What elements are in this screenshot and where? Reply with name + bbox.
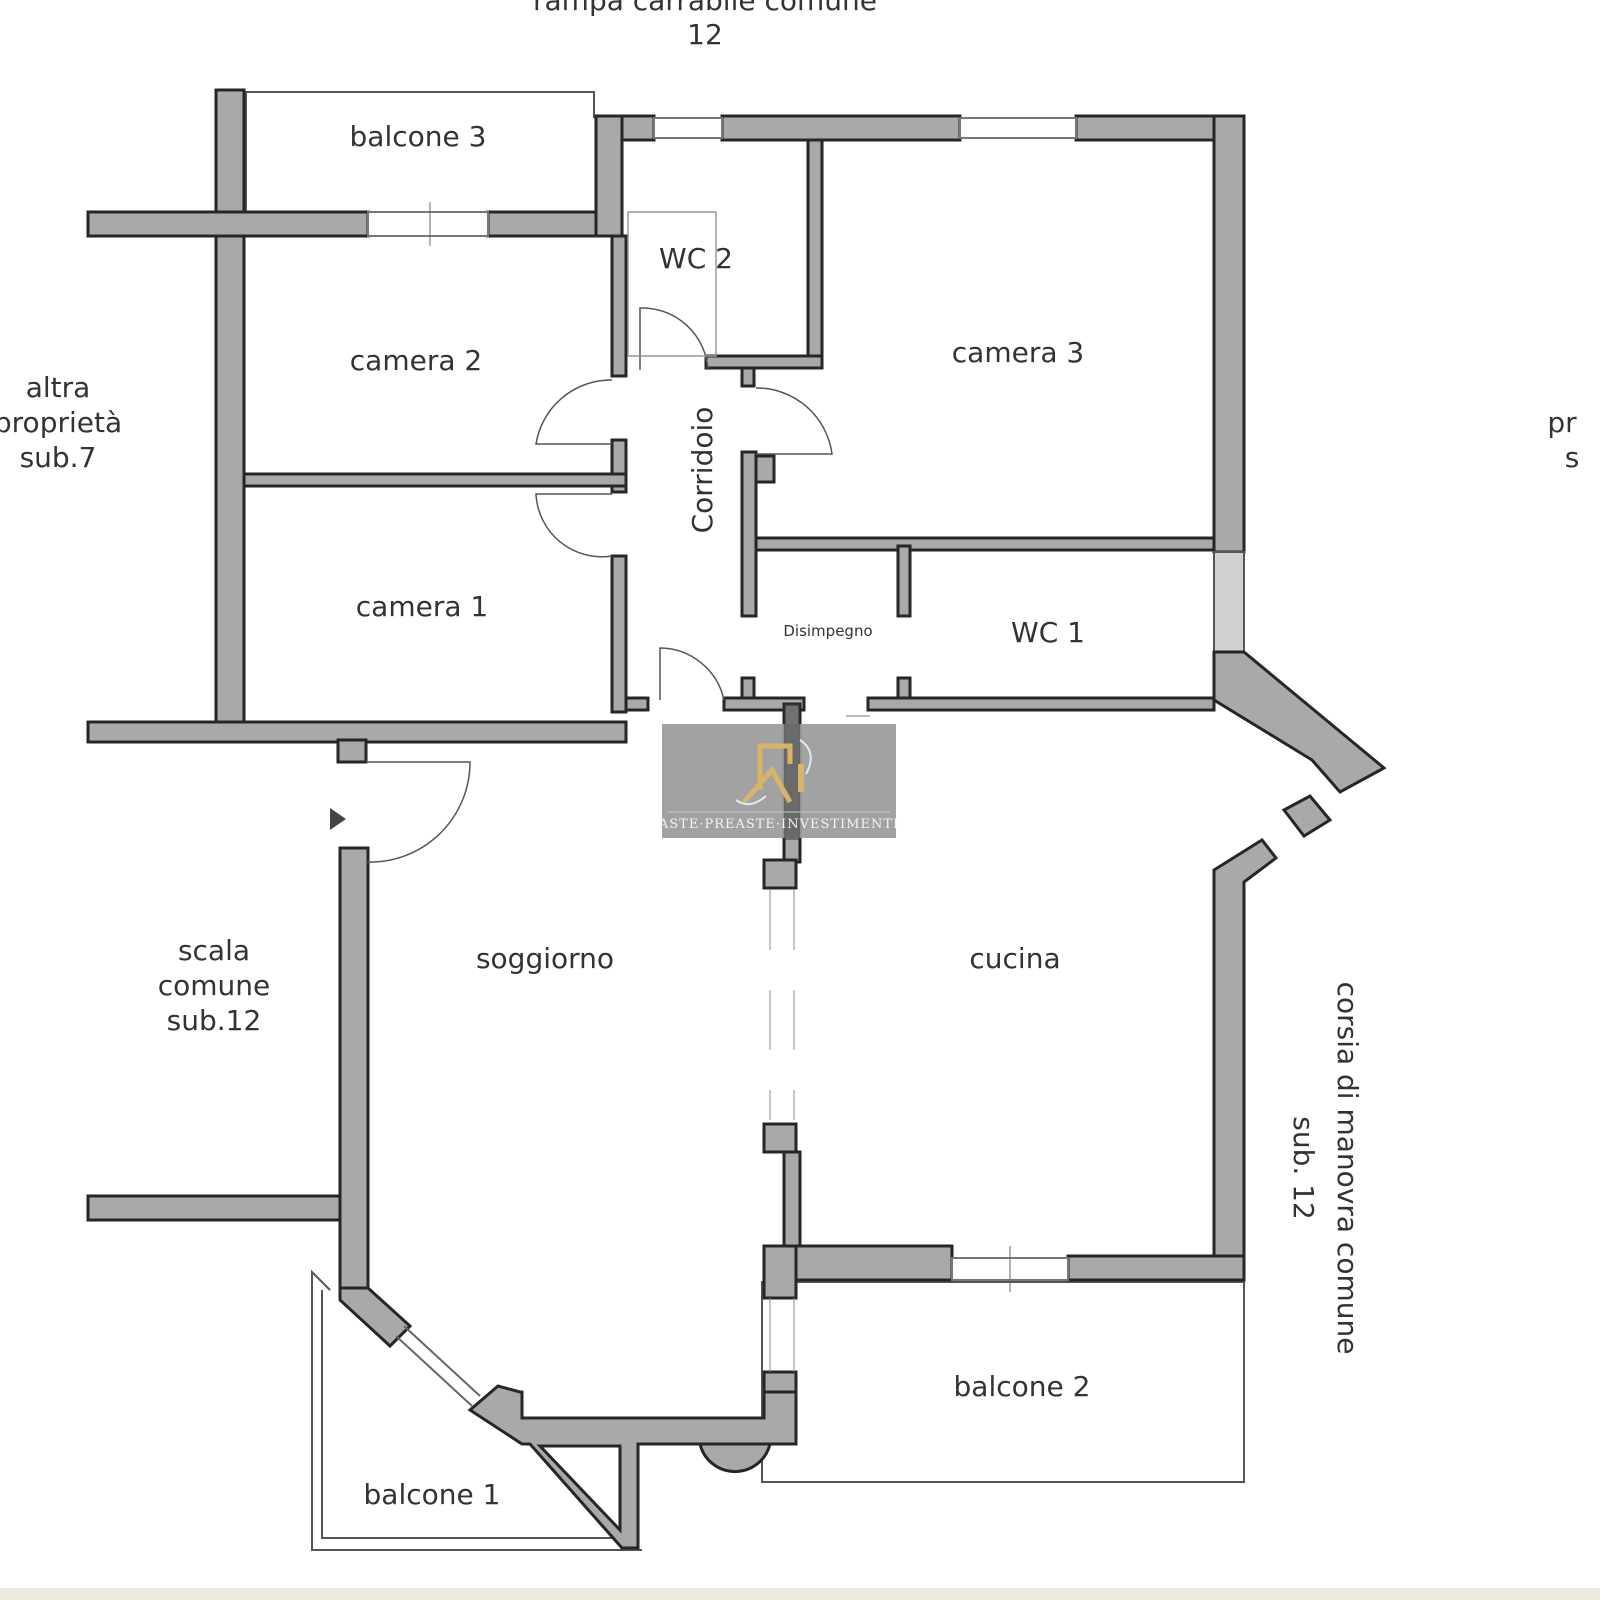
- room-wc-1: WC 1: [1011, 616, 1085, 649]
- left-neighbor-label: sub.7: [20, 441, 97, 474]
- context-labels: rampa carrabile comune 12 altra propriet…: [0, 0, 1579, 1354]
- room-camera-2: camera 2: [350, 344, 482, 377]
- left-neighbor-label: altra: [26, 371, 91, 404]
- top-access-label: rampa carrabile comune: [533, 0, 877, 17]
- door-swings: [330, 211, 870, 863]
- stair-label: comune: [158, 969, 271, 1002]
- room-corridoio: Corridoio: [686, 407, 719, 534]
- right-lane-label: sub. 12: [1287, 1116, 1320, 1220]
- watermark-logo: ASTE·PREASTE·INVESTIMENTI: [658, 704, 899, 840]
- room-camera-1: camera 1: [356, 590, 488, 623]
- balcony-outlines: [245, 91, 1245, 1551]
- stair-label: scala: [178, 934, 250, 967]
- stair-label: sub.12: [167, 1004, 262, 1037]
- room-balcone-3: balcone 3: [350, 120, 487, 153]
- room-balcone-2: balcone 2: [954, 1370, 1091, 1403]
- room-camera-3: camera 3: [952, 336, 1084, 369]
- walls: [86, 88, 1387, 1550]
- room-labels: balcone 3 WC 2 camera 2 camera 3 Corrido…: [350, 120, 1091, 1511]
- room-balcone-1: balcone 1: [364, 1478, 501, 1511]
- left-neighbor-label: proprietà: [0, 406, 122, 439]
- right-neighbor-label: pr: [1547, 406, 1577, 439]
- room-wc-2: WC 2: [659, 242, 733, 275]
- room-cucina: cucina: [969, 942, 1060, 975]
- right-neighbor-label: s: [1565, 441, 1580, 474]
- watermark-text: ASTE·PREASTE·INVESTIMENTI: [658, 817, 899, 832]
- room-disimpegno: Disimpegno: [783, 622, 872, 640]
- entrance-arrow-icon: [330, 808, 346, 830]
- right-lane-label: corsia di manovra comune: [1331, 982, 1364, 1355]
- room-soggiorno: soggiorno: [476, 942, 614, 975]
- top-access-number: 12: [687, 18, 723, 51]
- windows: [367, 117, 1077, 1407]
